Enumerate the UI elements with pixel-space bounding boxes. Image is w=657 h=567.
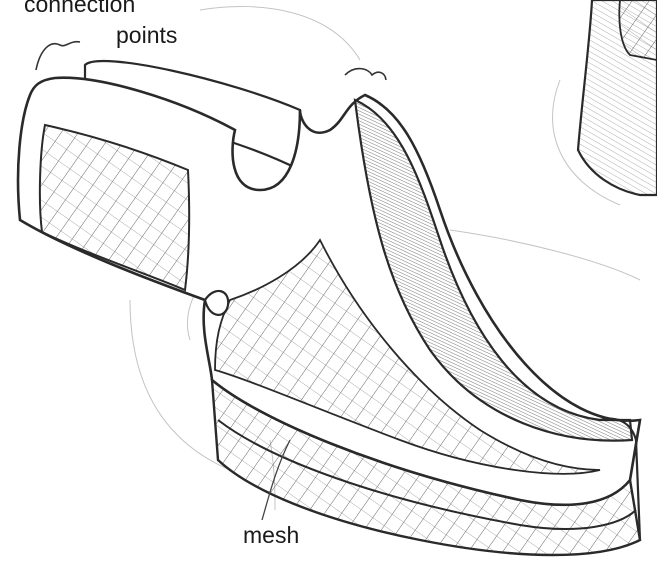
annotation-points: points xyxy=(116,22,177,49)
annotation-connection: connection xyxy=(24,0,135,18)
partial-second-sketch xyxy=(578,0,657,195)
annotation-mesh: mesh xyxy=(243,522,299,549)
